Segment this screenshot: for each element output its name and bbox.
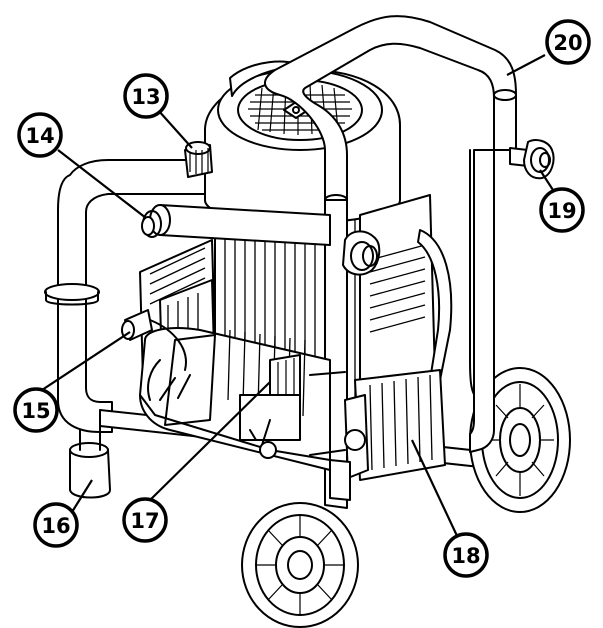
leader-lines	[41, 54, 554, 539]
foot-16	[69, 425, 111, 499]
valve-13	[184, 141, 213, 178]
handle-bar	[264, 15, 517, 206]
front-pipe	[141, 204, 331, 246]
callout-17: 17	[122, 497, 168, 543]
callout-18: 18	[443, 532, 489, 578]
knob-19	[509, 139, 555, 180]
callout-15: 15	[13, 387, 59, 433]
front-wheel	[241, 459, 359, 628]
right-head	[309, 194, 453, 481]
callout-13-label: 13	[131, 85, 160, 109]
callout-14-label: 14	[25, 124, 54, 148]
callout-19: 19	[539, 187, 585, 233]
front-knob	[342, 230, 381, 276]
part-17-detail	[239, 354, 301, 459]
callout-13: 13	[123, 73, 169, 119]
callout-14: 14	[17, 112, 63, 158]
callout-17-label: 17	[130, 509, 159, 533]
callout-20-label: 20	[553, 31, 582, 55]
front-frame	[324, 149, 495, 509]
callout-16-label: 16	[41, 514, 70, 538]
callout-15-label: 15	[21, 399, 50, 423]
callout-18-label: 18	[451, 544, 480, 568]
callout-19-label: 19	[547, 199, 576, 223]
right-wheel	[469, 367, 571, 513]
callout-20: 20	[545, 19, 591, 65]
callout-16: 16	[33, 502, 79, 548]
